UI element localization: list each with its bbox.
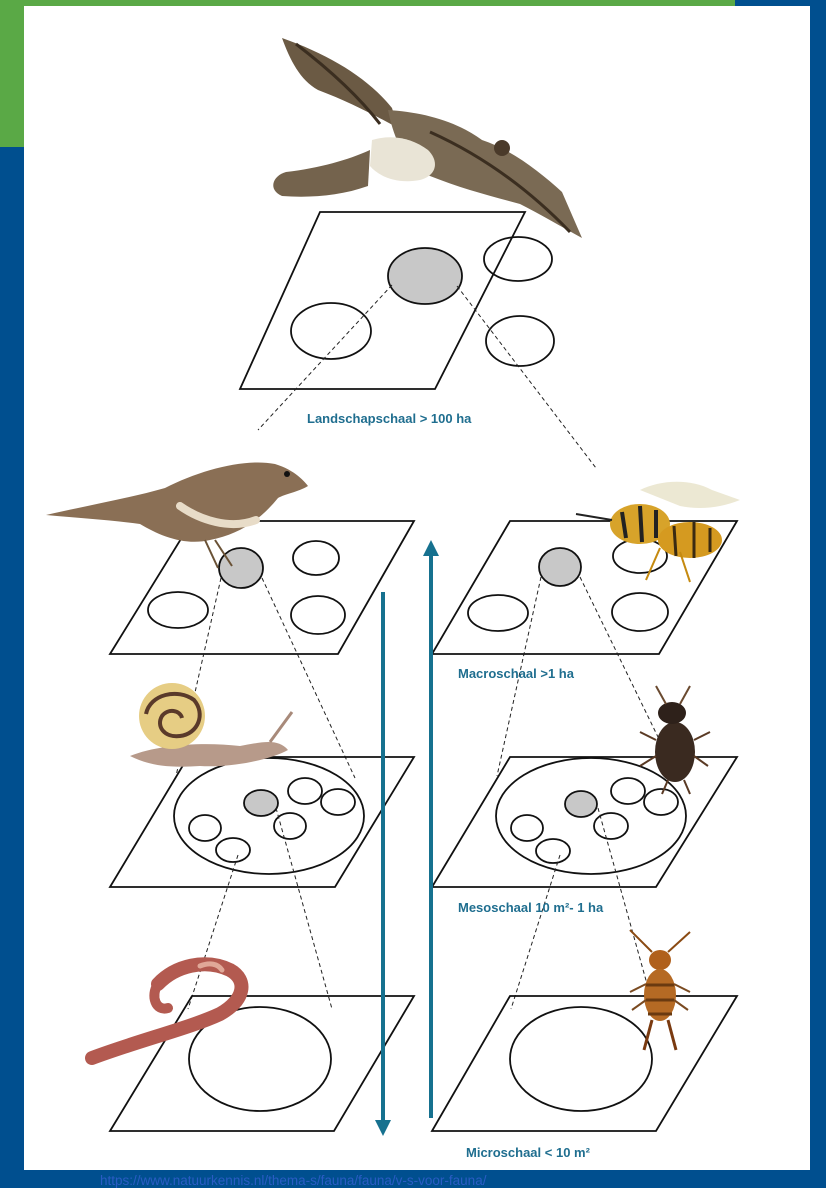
macro-plane-left — [110, 521, 414, 654]
landscape-plane — [240, 212, 554, 389]
beetle-icon — [640, 686, 710, 794]
earwig-icon — [630, 930, 690, 1050]
earthworm-icon — [92, 964, 241, 1058]
snail-icon — [130, 683, 292, 767]
micro-plane-left — [110, 996, 414, 1131]
buzzard-icon — [273, 38, 582, 238]
micro-plane-right — [432, 996, 737, 1131]
label-meso-scale: Mesoschaal 10 m²- 1 ha — [458, 900, 604, 915]
meso-plane-right — [432, 757, 737, 887]
source-link[interactable]: https://www.natuurkennis.nl/thema-s/faun… — [100, 1173, 487, 1188]
label-landscape-scale: Landschapschaal > 100 ha — [307, 411, 472, 426]
wasp-icon — [576, 482, 740, 582]
label-macro-scale: Macroschaal >1 ha — [458, 666, 575, 681]
label-micro-scale: Microschaal < 10 m² — [466, 1145, 591, 1160]
scale-arrows — [383, 548, 431, 1128]
thrush-icon — [46, 462, 308, 568]
landscape-projection-lines — [258, 285, 596, 468]
meso-plane-left — [110, 757, 414, 887]
